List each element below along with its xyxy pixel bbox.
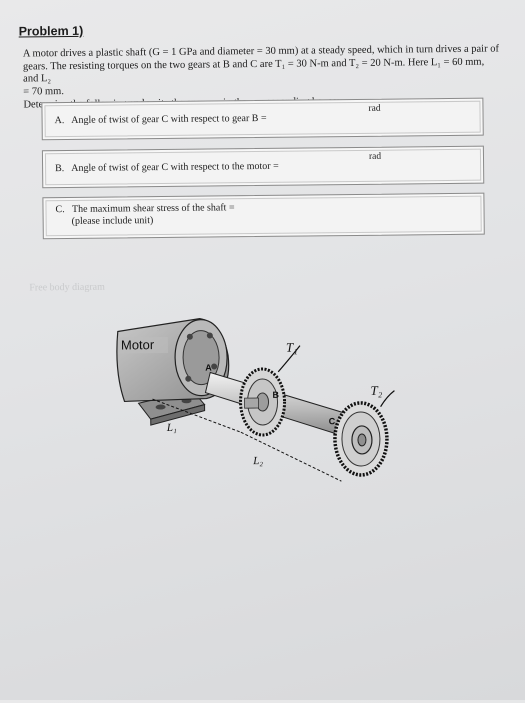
length-2-label: L₂ — [252, 455, 263, 467]
torque-2-label: T₂ — [370, 383, 382, 398]
gear-c — [333, 401, 389, 477]
dimension-lines — [152, 398, 342, 482]
point-c-label: C — [329, 416, 336, 426]
length-1-label: L₁ — [166, 422, 177, 434]
torque-arrow-1 — [277, 345, 301, 373]
torque-arrow-2 — [380, 390, 395, 408]
motor-body — [116, 318, 230, 403]
motor-label: Motor — [121, 337, 155, 352]
gear-b — [239, 367, 287, 437]
torque-1-label: T₁ — [286, 340, 298, 355]
point-a-label: A — [205, 363, 212, 373]
point-b-label: B — [272, 390, 279, 400]
